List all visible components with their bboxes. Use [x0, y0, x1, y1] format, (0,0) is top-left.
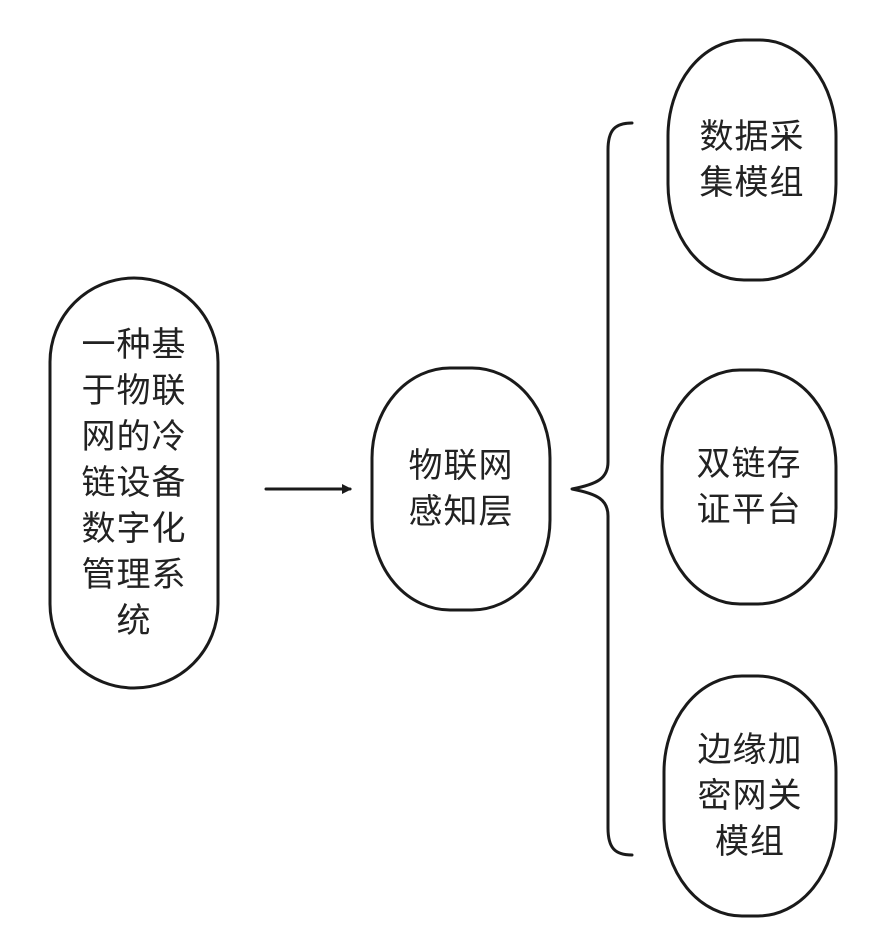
- middle-label-line-1: 物联网: [409, 443, 514, 489]
- middle-label-line-2: 感知层: [409, 489, 514, 535]
- child-3-label-line-1: 边缘加: [698, 727, 803, 773]
- child-2-label-line-2: 证平台: [697, 487, 802, 533]
- child-node-2-label: 双链存 证平台: [662, 370, 836, 604]
- child-node-3-label: 边缘加 密网关 模组: [664, 676, 836, 916]
- root-label-line-4: 链设备: [82, 460, 187, 506]
- child-1-label-line-2: 集模组: [700, 160, 805, 206]
- child-3-label-line-3: 模组: [715, 819, 785, 865]
- child-node-1-label: 数据采 集模组: [668, 40, 836, 280]
- root-label-line-6: 管理系: [82, 552, 187, 598]
- child-3-label-line-2: 密网关: [698, 773, 803, 819]
- root-label-line-2: 于物联: [82, 368, 187, 414]
- child-2-label-line-1: 双链存: [697, 441, 802, 487]
- root-label-line-3: 网的冷: [82, 414, 187, 460]
- root-node-label: 一种基 于物联 网的冷 链设备 数字化 管理系 统: [50, 278, 218, 688]
- root-label-line-7: 统: [117, 598, 152, 644]
- root-label-line-5: 数字化: [82, 506, 187, 552]
- child-1-label-line-1: 数据采: [700, 114, 805, 160]
- root-label-line-1: 一种基: [82, 322, 187, 368]
- middle-node-label: 物联网 感知层: [372, 368, 550, 610]
- children-brace: [572, 123, 632, 855]
